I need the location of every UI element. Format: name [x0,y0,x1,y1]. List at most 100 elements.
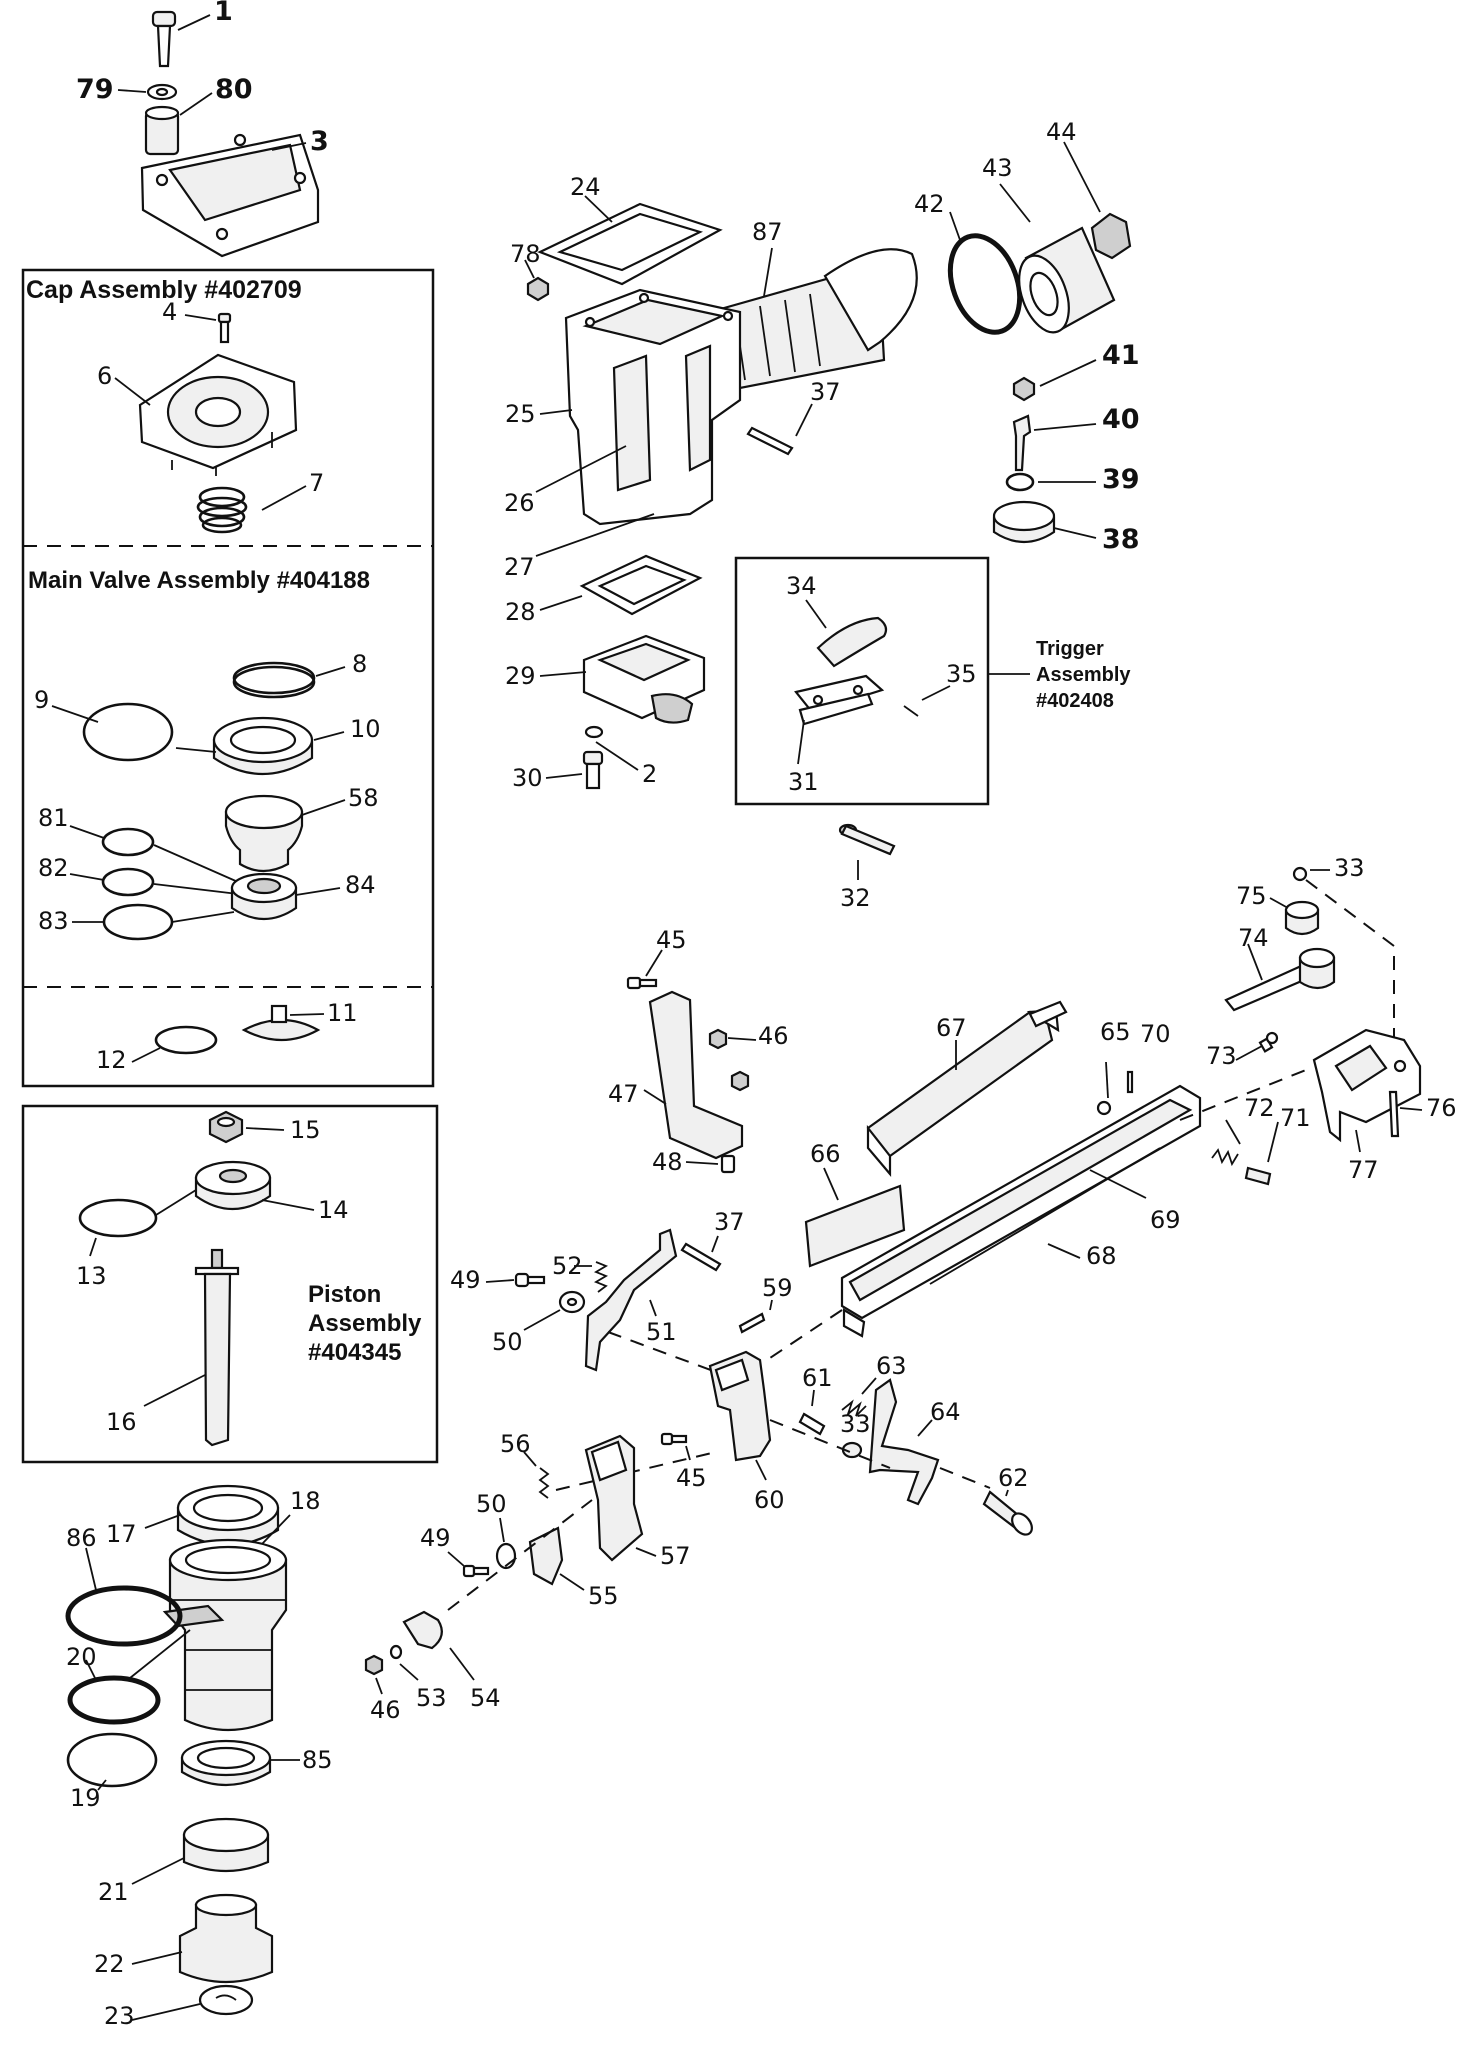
part-34-trigger-lever [816,616,888,668]
svg-text:#402408: #402408 [1036,690,1114,712]
part-64-lock-lever [868,1378,940,1506]
part-54-cam [402,1610,443,1650]
label-55: 55 [588,1582,619,1610]
label-83: 83 [38,907,69,935]
label-63: 63 [876,1352,907,1380]
part-9-o-ring [82,702,174,762]
label-11: 11 [327,999,358,1027]
part-6-cap-plate [138,353,298,476]
label-67: 67 [936,1014,967,1042]
part-67-pusher [866,1000,1068,1178]
part-40-valve-stem [1012,414,1032,472]
part-38-cap [992,500,1056,543]
assembly-box-cap-valve [21,268,435,1088]
label-18: 18 [290,1487,321,1515]
main-valve-title: Main Valve Assembly #404188 [28,567,370,594]
label-60: 60 [754,1486,785,1514]
part-62-pin [982,1490,1033,1536]
label-33-top: 33 [1334,854,1365,882]
label-1: 1 [214,0,233,27]
part-65-screw [1096,1100,1112,1116]
label-17: 17 [106,1520,137,1548]
part-57-nose-piece [584,1434,644,1562]
label-61: 61 [802,1364,833,1392]
label-85: 85 [302,1746,333,1774]
label-56: 56 [500,1430,531,1458]
label-87: 87 [752,218,783,246]
part-49-screw-top [514,1272,546,1288]
part-77-end-cap [1312,1028,1422,1143]
part-72-spring [1211,1148,1239,1167]
label-32: 32 [840,884,871,912]
part-41-nut [1012,376,1036,402]
part-82-o-ring [101,867,155,897]
part-28-gasket [579,554,703,616]
label-10: 10 [350,715,381,743]
label-23: 23 [104,2002,135,2030]
part-13-o-ring [78,1198,158,1238]
part-75-bumper [1284,900,1320,936]
label-42: 42 [914,190,945,218]
part-74-latch [1224,947,1336,1012]
part-47-bracket [648,990,744,1160]
label-86: 86 [66,1524,97,1552]
part-61-pin [798,1412,826,1436]
cap-assembly-title: Cap Assembly #402709 [26,276,302,304]
part-55-plate [528,1526,564,1586]
part-52-spring [593,1261,609,1293]
label-58: 58 [348,784,379,812]
label-39: 39 [1102,464,1140,495]
svg-text:Piston: Piston [308,1281,381,1308]
part-80-spacer [144,105,180,156]
label-70: 70 [1140,1020,1171,1048]
part-49-screw-bottom [462,1564,490,1578]
part-53-washer [389,1644,403,1660]
svg-text:#404345: #404345 [308,1339,401,1366]
part-45-screw-mid [660,1432,688,1446]
label-2: 2 [642,760,657,788]
part-73-screw [1258,1031,1279,1053]
part-16-driver-blade [194,1248,240,1447]
label-24: 24 [570,173,601,201]
label-33-mid: 33 [840,1410,871,1438]
label-27: 27 [504,553,535,581]
label-6: 6 [97,362,112,390]
part-20-o-ring [67,1675,161,1725]
label-13: 13 [76,1262,107,1290]
part-68-magazine [840,1084,1202,1338]
label-57: 57 [660,1542,691,1570]
label-80: 80 [215,74,253,105]
label-51: 51 [646,1318,677,1346]
assembly-box-trigger [734,556,990,806]
label-16: 16 [106,1408,137,1436]
label-46-bottom: 46 [370,1696,401,1724]
part-11-plug [241,1004,321,1041]
part-42-o-ring [947,233,1023,335]
label-4: 4 [162,298,177,326]
label-69: 69 [1150,1206,1181,1234]
label-9: 9 [34,686,49,714]
part-87-grip [708,248,918,390]
label-73: 73 [1206,1042,1237,1070]
label-28: 28 [505,598,536,626]
part-86-o-ring [65,1585,183,1647]
label-54: 54 [470,1684,501,1712]
piston-assembly-title: Piston Assembly #404345 [308,1281,422,1366]
part-3-cap [140,133,320,258]
label-71: 71 [1280,1104,1311,1132]
label-50-top: 50 [492,1328,523,1356]
part-25-housing [564,288,742,526]
label-47: 47 [608,1080,639,1108]
part-44-plug [1090,212,1132,260]
label-78: 78 [510,240,541,268]
part-29-exhaust-base [582,634,706,724]
part-32-trigger-bolt [838,823,896,856]
svg-text:Assembly: Assembly [308,1310,422,1337]
label-44: 44 [1046,118,1077,146]
part-22-bumper [178,1893,274,1984]
label-64: 64 [930,1398,961,1426]
svg-text:Trigger: Trigger [1036,638,1104,660]
label-79: 79 [76,74,114,105]
part-39-o-ring [1005,472,1035,492]
